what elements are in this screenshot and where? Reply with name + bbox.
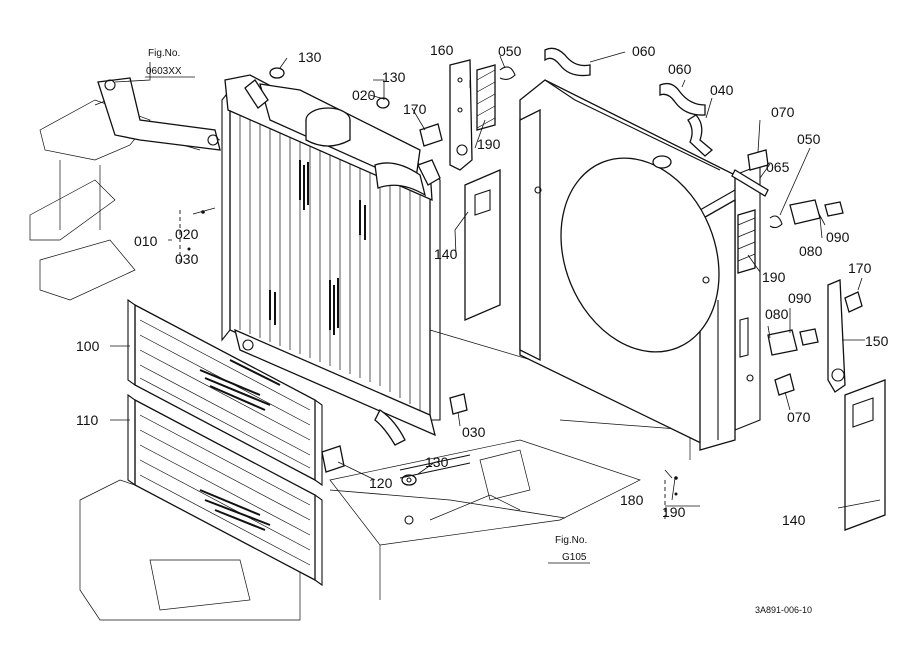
callout-130-top-left: 130: [298, 49, 322, 65]
callout-080-lower: 080: [765, 306, 789, 322]
callout-190-right: 190: [762, 269, 786, 285]
figure-ref-upper-line1: Fig.No.: [148, 48, 180, 59]
dust-screen-100: [127, 298, 323, 487]
callout-190-bottom: 190: [662, 504, 686, 520]
figure-ref-upper: Fig.No. 0603XX: [145, 48, 195, 78]
seal-190-upper: [476, 64, 496, 131]
callout-030-core: 030: [175, 251, 199, 267]
callout-140-left: 140: [434, 246, 458, 262]
callout-100: 100: [76, 338, 100, 354]
callout-130-top: 130: [382, 69, 406, 85]
upper-support-bracket: [97, 77, 221, 151]
callout-170-left: 170: [403, 101, 427, 117]
callout-030-plug: 030: [462, 424, 486, 440]
seal-140-left: [464, 169, 501, 321]
drawing-code: 3A891-006-10: [755, 605, 812, 615]
callout-050-top: 050: [498, 43, 522, 59]
callout-065: 065: [766, 159, 790, 175]
stay-160: [449, 59, 473, 171]
callout-010: 010: [134, 233, 158, 249]
radiator-assembly: [221, 74, 441, 446]
callout-130-bottom: 130: [425, 454, 449, 470]
callout-090-lower: 090: [788, 290, 812, 306]
figure-ref-lower-line2: G105: [562, 552, 587, 563]
hose-060-b: [659, 82, 706, 116]
stay-150: [827, 279, 846, 393]
figure-ref-upper-line2: 0603XX: [146, 66, 182, 77]
callout-070-top: 070: [771, 104, 795, 120]
hose-040: [687, 114, 714, 157]
callouts: 130 020 130 170 160 050 190 060 060 040 …: [76, 42, 889, 528]
callout-120: 120: [369, 475, 393, 491]
callout-080-top: 080: [799, 243, 823, 259]
callout-150: 150: [865, 333, 889, 349]
callout-020-core: 020: [175, 226, 199, 242]
callout-060-left: 060: [632, 43, 656, 59]
callout-140-right: 140: [782, 512, 806, 528]
callout-160: 160: [430, 42, 454, 58]
callout-180: 180: [620, 492, 644, 508]
callout-040: 040: [710, 82, 734, 98]
figure-ref-lower: Fig.No. G105: [548, 535, 590, 564]
callout-110: 110: [76, 412, 99, 428]
bracket-dots: [187, 210, 678, 496]
callout-190-top: 190: [477, 136, 501, 152]
callout-050-right: 050: [797, 131, 821, 147]
callout-020-cap: 020: [352, 87, 376, 103]
seal-140-right: [844, 379, 886, 531]
hose-060-a: [544, 47, 591, 77]
figure-ref-lower-line1: Fig.No.: [555, 535, 587, 546]
leader-lines: [110, 51, 881, 520]
callout-070-lower: 070: [787, 409, 811, 425]
callout-090-top: 090: [826, 229, 850, 245]
hardware: [269, 66, 863, 525]
callout-060-right: 060: [668, 61, 692, 77]
fan-shroud: [519, 79, 761, 451]
seal-190-right: [737, 209, 756, 274]
dust-screen-110: [127, 393, 323, 587]
callout-170-right: 170: [848, 260, 872, 276]
